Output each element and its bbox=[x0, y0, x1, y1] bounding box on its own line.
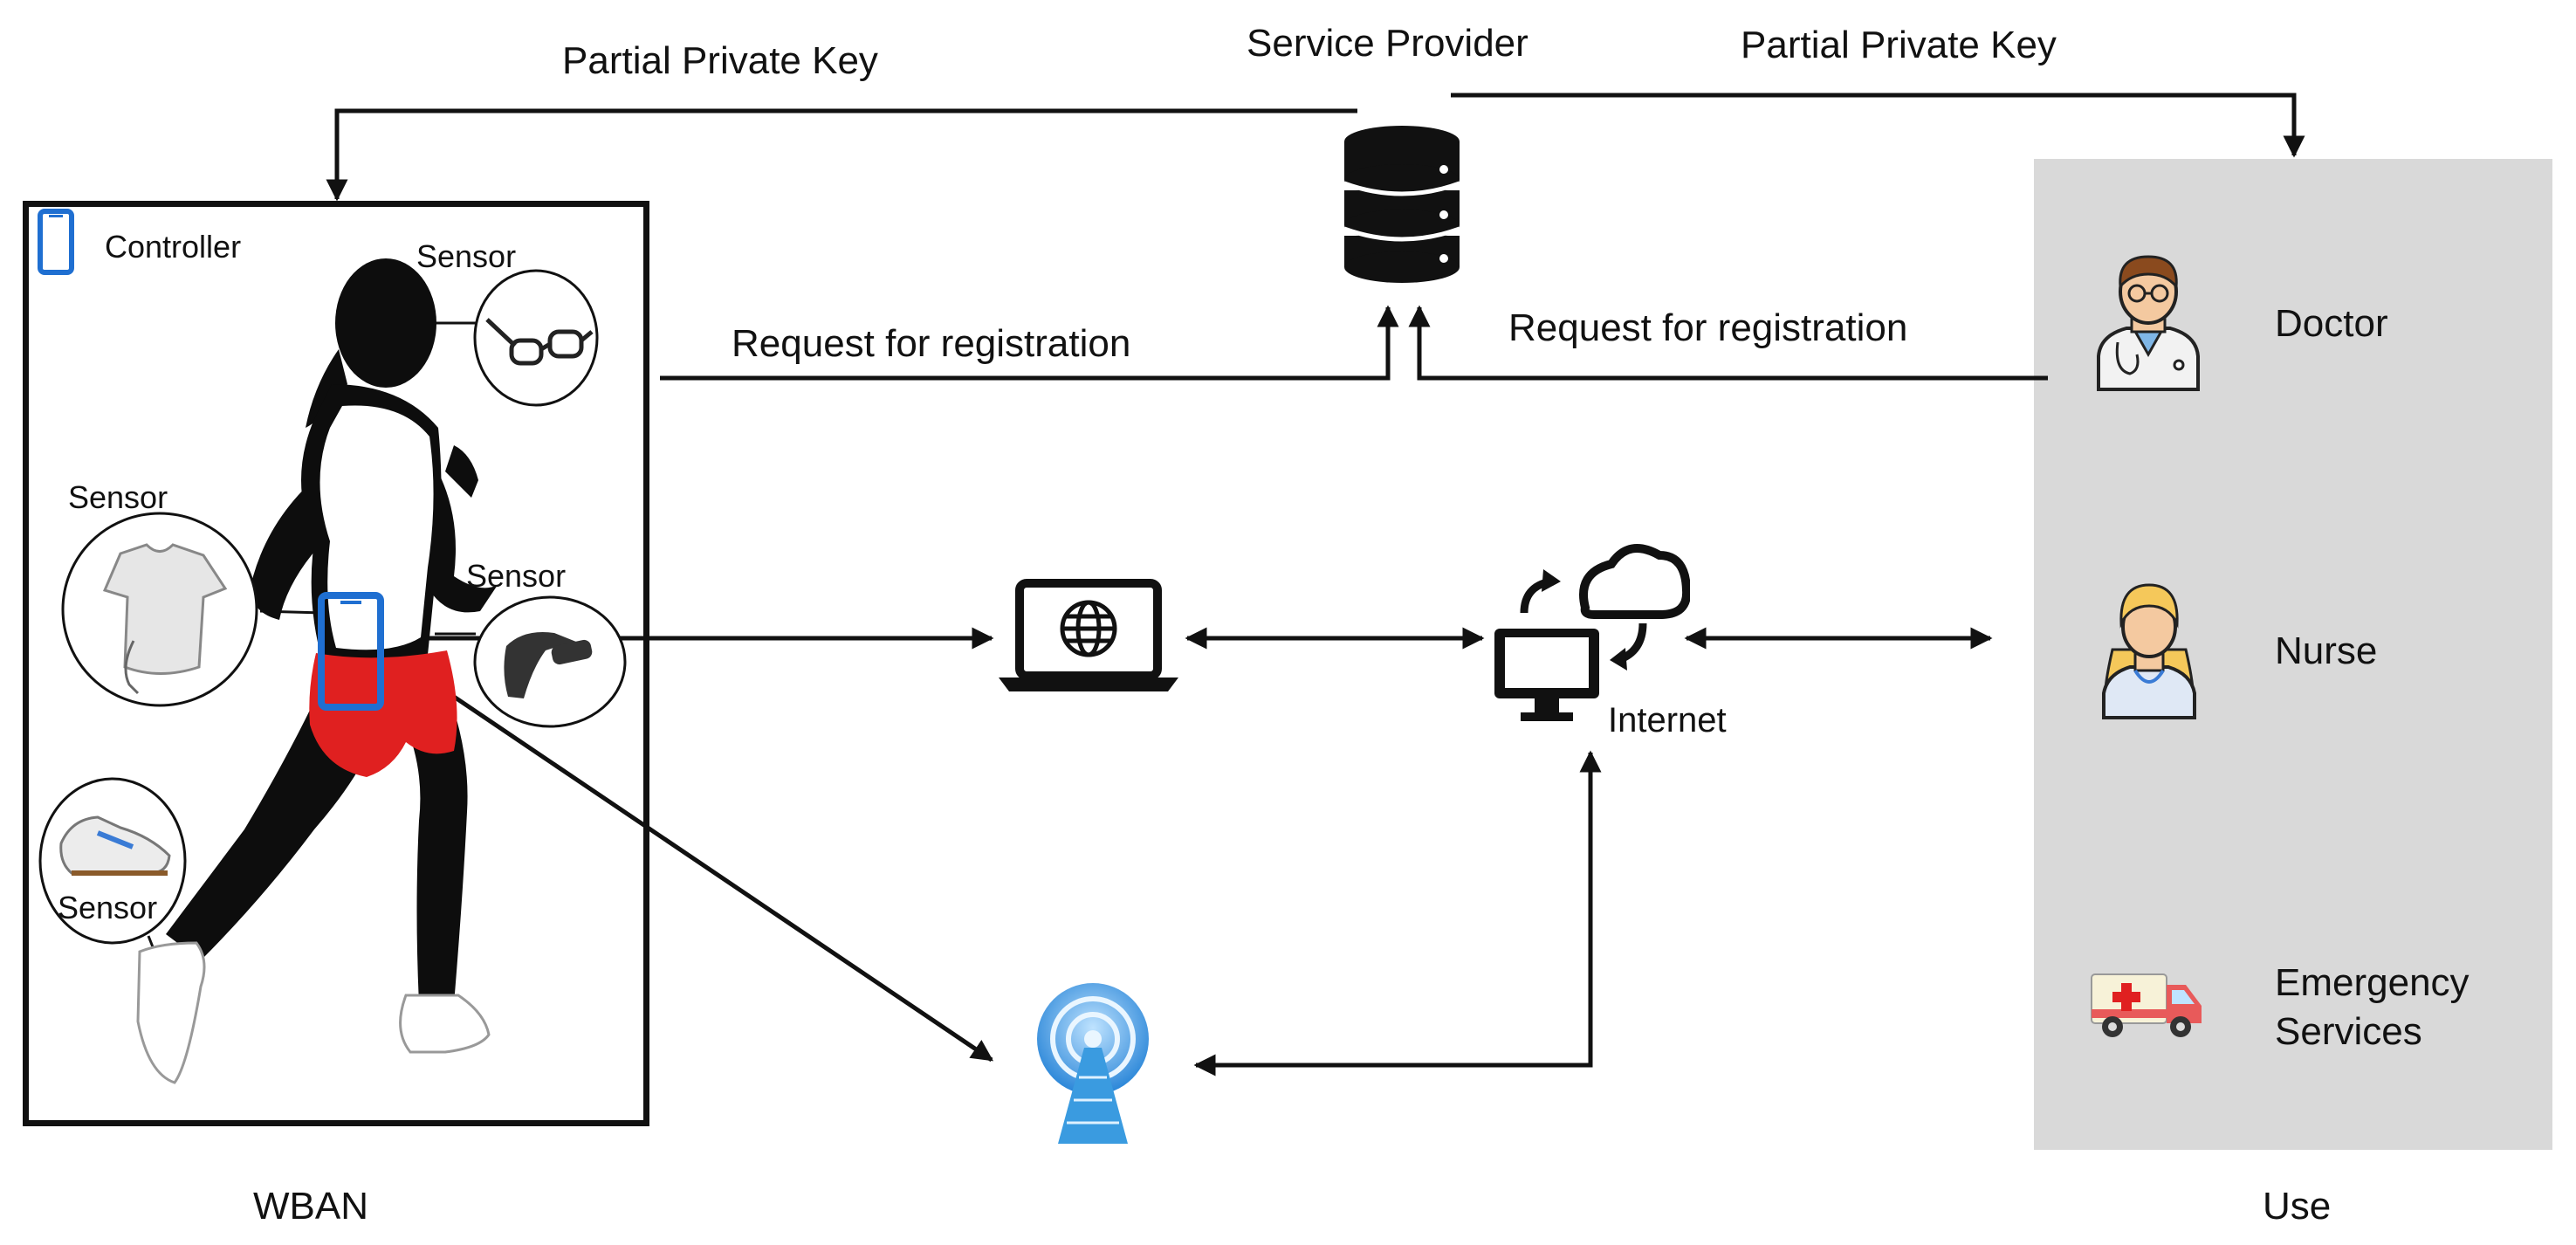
arrow-partial-key-left bbox=[326, 108, 1357, 202]
doctor-icon bbox=[2097, 255, 2200, 391]
controller-phone-icon bbox=[318, 592, 384, 711]
controller-label: Controller bbox=[105, 229, 242, 265]
runner-silhouette-icon bbox=[136, 258, 498, 1084]
laptop-globe-icon bbox=[999, 579, 1178, 691]
nurse-icon bbox=[2102, 583, 2196, 719]
arrow-controller-tower bbox=[382, 647, 994, 1063]
arrow-tower-internet bbox=[1193, 750, 1602, 1076]
user-label-doctor: Doctor bbox=[2275, 302, 2388, 345]
label-partial-key-left: Partial Private Key bbox=[562, 39, 878, 82]
sensor-label-wristband: Sensor bbox=[466, 558, 567, 594]
label-request-left: Request for registration bbox=[732, 322, 1131, 365]
ambulance-icon bbox=[2091, 973, 2202, 1037]
wristband-icon bbox=[473, 595, 627, 728]
service-provider-label: Service Provider bbox=[1247, 22, 1528, 65]
user-label-nurse: Nurse bbox=[2275, 629, 2378, 672]
sensor-label-glasses: Sensor bbox=[416, 238, 517, 274]
smart-shirt-icon bbox=[61, 512, 258, 707]
arrow-partial-key-right bbox=[1451, 93, 2305, 158]
user-label-emergency-line2: Services bbox=[2275, 1010, 2422, 1053]
arrow-request-left bbox=[660, 305, 1399, 381]
radio-tower-icon bbox=[1037, 983, 1149, 1144]
database-icon bbox=[1343, 126, 1460, 283]
smart-shoe-icon bbox=[38, 777, 187, 945]
wban-title: WBAN bbox=[253, 1185, 368, 1228]
label-request-right: Request for registration bbox=[1508, 306, 1908, 349]
label-partial-key-right: Partial Private Key bbox=[1741, 24, 2057, 66]
sensor-label-shoe: Sensor bbox=[58, 890, 158, 925]
cloud-computer-icon bbox=[1494, 544, 1690, 721]
controller-legend-icon bbox=[38, 209, 74, 275]
smart-glasses-icon bbox=[473, 269, 599, 407]
sensor-label-shirt: Sensor bbox=[68, 479, 168, 515]
user-label-emergency-line1: Emergency bbox=[2275, 961, 2470, 1004]
arrow-request-right bbox=[1408, 305, 2048, 381]
users-title: Use bbox=[2263, 1185, 2332, 1228]
internet-label: Internet bbox=[1608, 701, 1727, 739]
